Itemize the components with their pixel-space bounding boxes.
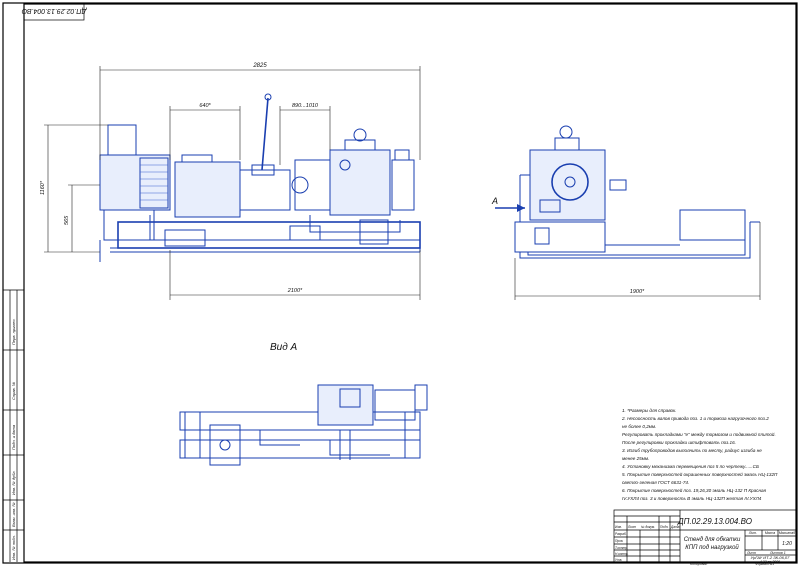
dim-640: 640* — [199, 103, 211, 109]
top-code-box — [23, 3, 85, 21]
tb-row-check: Пров. — [615, 539, 624, 543]
tb-row-ncontr: Н.контр. — [615, 552, 629, 556]
tb-row-appr: Утв. — [615, 558, 622, 562]
note-12: IV.УХЛ4 поз. 3 и поверхность В эмаль НЦ-… — [622, 496, 762, 501]
tb-name-1: Стенд для обкатки — [684, 537, 741, 543]
note-4: Регулировать прокладками "е" между тормо… — [622, 431, 776, 437]
tb-lit-header: Лит. — [748, 531, 757, 535]
strip-sprav: Справ. № — [11, 381, 16, 400]
tb-col-date: Дата — [670, 525, 680, 529]
dim-890: 890...1010 — [292, 103, 319, 109]
tb-row-tcontr: Т.контр. — [615, 546, 628, 550]
tb-sheets: Листов 1 — [769, 551, 786, 555]
view-a-label: Вид А — [270, 342, 298, 353]
note-3: не более 0,2мм. — [622, 424, 656, 429]
top-code-text: ДП.02.29.13.004.ВО — [21, 7, 87, 14]
tb-copied: Копировал — [690, 562, 707, 566]
drawing-frame — [23, 3, 797, 563]
tb-format: Формат А1 — [755, 562, 774, 566]
tb-scale-header: Масштаб — [779, 531, 796, 535]
note-7: менее 25мм. — [622, 456, 649, 461]
tb-col-sign: Подп. — [660, 525, 669, 529]
view-arrow-a: А — [491, 196, 525, 212]
tb-code: ДП.02.29.13.004.ВО — [677, 517, 752, 526]
tb-scale: 1:20 — [782, 541, 792, 547]
strip-perv-prim: Перв. примен. — [11, 318, 16, 345]
strip-vzam-inv: Взам. инв. № — [11, 502, 16, 527]
front-dimensions: 2825 640* 890...1010 1160* 565 2100* — [40, 63, 421, 300]
tb-row-dev: Разраб. — [615, 532, 627, 536]
tb-mass-header: Масса — [765, 531, 775, 535]
dim-565: 565 — [64, 215, 70, 225]
note-5: После регулировки прокладки штифтовать п… — [622, 440, 736, 445]
strip-inv-dubl: Инв. № дубл. — [11, 470, 16, 495]
tb-name-2: КПП под нагрузкой — [685, 544, 739, 551]
dim-2100: 2100* — [287, 288, 303, 294]
dim-1160: 1160* — [40, 180, 46, 195]
side-dimensions: 1900* — [514, 222, 761, 300]
strip-podp-data-1: Подп. и дата — [11, 424, 16, 450]
note-11: 6. Покрытие поверхностей поз. 19,26,30 э… — [622, 487, 767, 493]
side-strip: Перв. примен. Справ. № Подп. и дата Инв.… — [3, 289, 24, 562]
tb-org-1: УрГАУ ИТ-2 ЗК-06,07 — [751, 555, 790, 560]
tb-col-izm: Изм. — [615, 525, 622, 529]
tb-sheet: Лист — [746, 551, 756, 555]
title-block: ДП.02.29.13.004.ВО Стенд для обкатки КПП… — [613, 509, 797, 564]
technical-notes: 1. *Размеры для справок. 2. Несоосность … — [621, 408, 778, 501]
note-2: 2. Несоосность валов привода поз. 1 и то… — [621, 416, 769, 421]
arrow-label: А — [491, 196, 498, 206]
tb-col-doc: № докум. — [641, 525, 655, 529]
note-6: 3. Изгиб трубопроводов выполнить по мест… — [622, 448, 762, 453]
view-a-plan — [179, 384, 428, 466]
strip-inv-podl: Инв. № подл. — [11, 535, 16, 560]
dim-2825: 2825 — [252, 63, 267, 69]
note-10: светло-зеленая ГОСТ 6631-74. — [622, 480, 689, 485]
note-9: 5. Покрытие поверхностей окрашенных пове… — [622, 471, 778, 477]
dim-1900: 1900* — [630, 289, 645, 295]
tb-col-list: Лист — [627, 525, 637, 529]
note-8: 4. Установку механизма перемещения поз 5… — [622, 464, 759, 469]
tb-org-2: 4.23 гр.2006 — [760, 560, 780, 564]
front-view — [99, 93, 421, 262]
note-1: 1. *Размеры для справок. — [622, 408, 677, 413]
side-view — [514, 125, 760, 259]
